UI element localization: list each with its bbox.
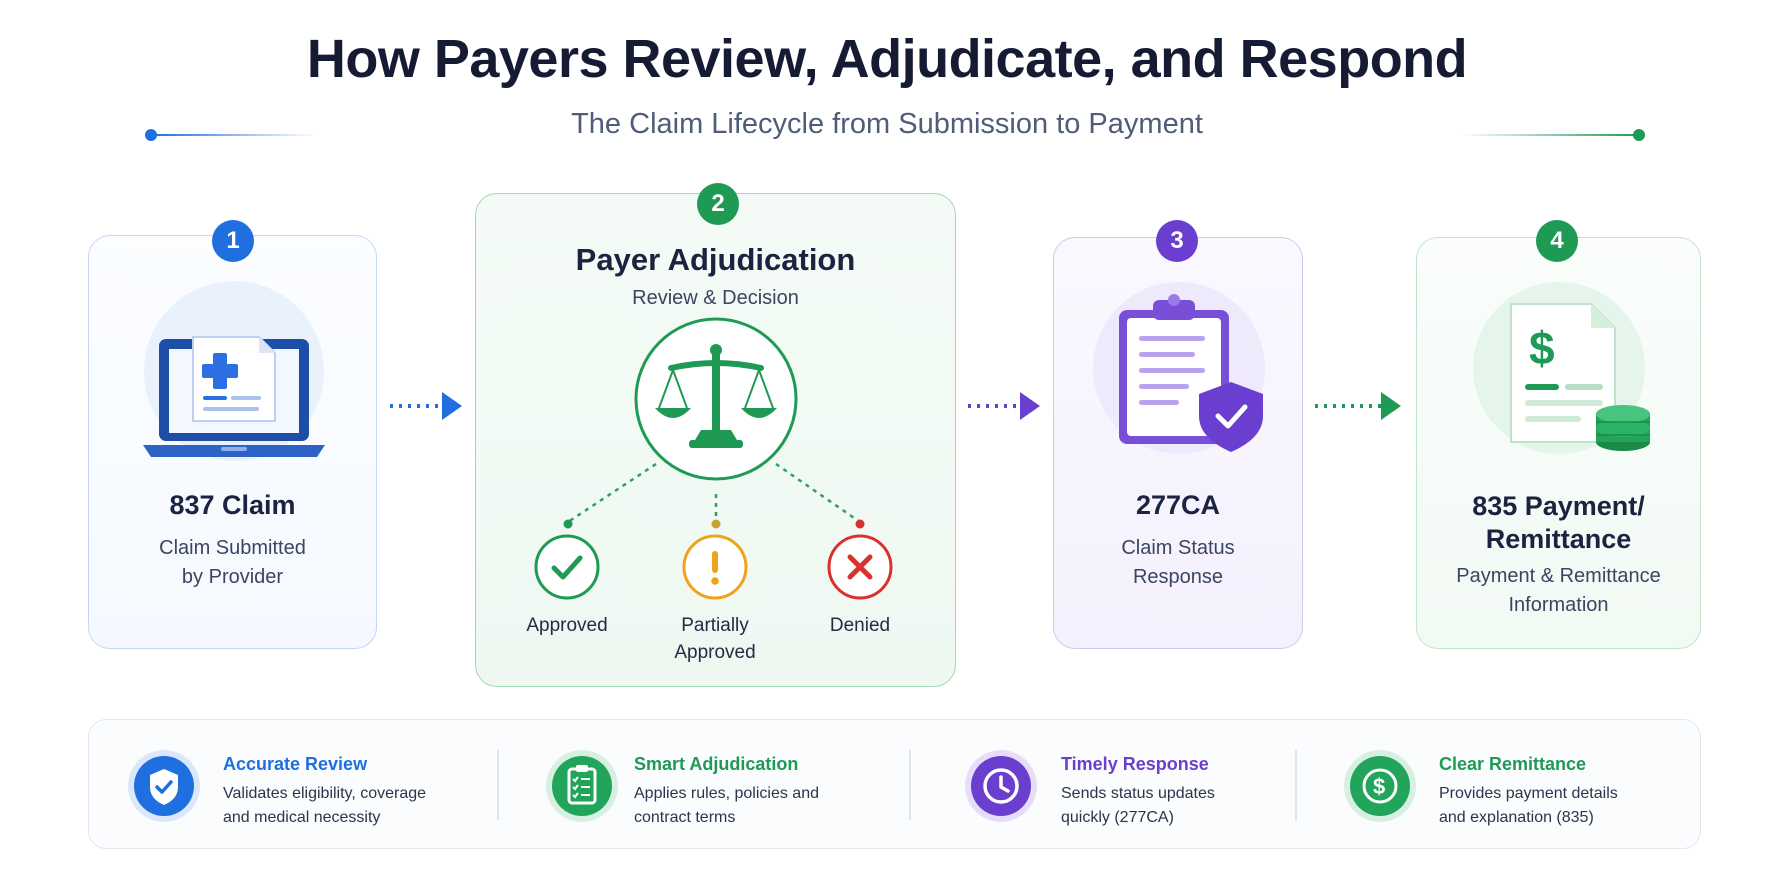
- decision-connector-lines: [563, 462, 865, 529]
- feature-accurate-review: Accurate Review Validates eligibility, c…: [127, 720, 507, 848]
- step-1-badge: 1: [212, 220, 254, 262]
- svg-text:$: $: [1373, 774, 1385, 799]
- feature-3-title: Timely Response: [1061, 754, 1209, 774]
- partially-approved-label: Partially Approved: [674, 615, 756, 663]
- left-decor-dot: [145, 129, 157, 141]
- scales-of-justice-icon: [633, 316, 799, 482]
- step-4-title: 835 Payment/ Remittance: [1472, 491, 1645, 554]
- arrow-step-3-to-4: [1315, 392, 1401, 420]
- feature-1-title: Accurate Review: [223, 754, 368, 774]
- feature-smart-adjudication: Smart Adjudication Applies rules, polici…: [545, 720, 895, 848]
- feature-divider: [909, 750, 911, 820]
- step-1-description: Claim Submitted by Provider: [159, 537, 306, 588]
- step-4-description: Payment & Remittance Information: [1456, 565, 1661, 616]
- clipboard-shield-icon: [1079, 264, 1279, 464]
- feature-1-description: Validates eligibility, coverage and medi…: [223, 785, 427, 826]
- approved-outcome-icon: [534, 534, 600, 600]
- step-3-badge: 3: [1156, 220, 1198, 262]
- step-2-description: Review & Decision: [632, 287, 799, 309]
- right-decor-line: [1460, 134, 1640, 136]
- arrow-step-1-to-2: [390, 392, 462, 420]
- feature-3-description: Sends status updates quickly (277CA): [1061, 785, 1215, 826]
- feature-timely-response: Timely Response Sends status updates qui…: [964, 720, 1294, 848]
- page-title: How Payers Review, Adjudicate, and Respo…: [306, 29, 1468, 89]
- features-panel: Accurate Review Validates eligibility, c…: [88, 719, 1701, 849]
- step-3-title: 277CA: [1135, 490, 1221, 520]
- step-card-837-claim: 837 Claim Claim Submitted by Provider: [88, 235, 377, 649]
- feature-clear-remittance: $ Clear Remittance Provides payment deta…: [1343, 720, 1683, 848]
- arrow-step-2-to-3: [968, 392, 1040, 420]
- clipboard-checklist-icon: [545, 749, 619, 823]
- feature-divider: [497, 750, 499, 820]
- dollar-icon: $: [1343, 749, 1417, 823]
- denied-label: Denied: [829, 615, 891, 636]
- step-2-badge: 2: [697, 183, 739, 225]
- feature-2-title: Smart Adjudication: [634, 754, 799, 774]
- clock-icon: [964, 749, 1038, 823]
- feature-2-description: Applies rules, policies and contract ter…: [634, 785, 819, 826]
- step-3-description: Claim Status Response: [1121, 537, 1235, 588]
- shield-check-icon: [127, 749, 201, 823]
- approved-label: Approved: [526, 615, 608, 636]
- step-card-payer-adjudication: Payer Adjudication Review & Decision: [475, 193, 956, 687]
- laptop-medical-claim-icon: [129, 271, 339, 471]
- svg-text:$: $: [1529, 322, 1555, 374]
- step-card-835-payment-remittance: $ 835 Payment/ Remittance Payment & Remi…: [1416, 237, 1701, 649]
- feature-divider: [1295, 750, 1297, 820]
- denied-outcome-icon: [827, 534, 893, 600]
- feature-4-description: Provides payment details and explanation…: [1439, 785, 1618, 826]
- right-decor-dot: [1633, 129, 1645, 141]
- step-2-title: Payer Adjudication: [575, 242, 856, 277]
- page-subtitle: The Claim Lifecycle from Submission to P…: [571, 108, 1203, 140]
- partially-approved-outcome-icon: [682, 534, 748, 600]
- left-decor-line: [152, 134, 317, 136]
- payment-document-coins-icon: $: [1459, 264, 1659, 464]
- step-card-277ca: 277CA Claim Status Response: [1053, 237, 1303, 649]
- step-1-title: 837 Claim: [169, 490, 296, 520]
- feature-4-title: Clear Remittance: [1439, 754, 1587, 774]
- step-4-badge: 4: [1536, 220, 1578, 262]
